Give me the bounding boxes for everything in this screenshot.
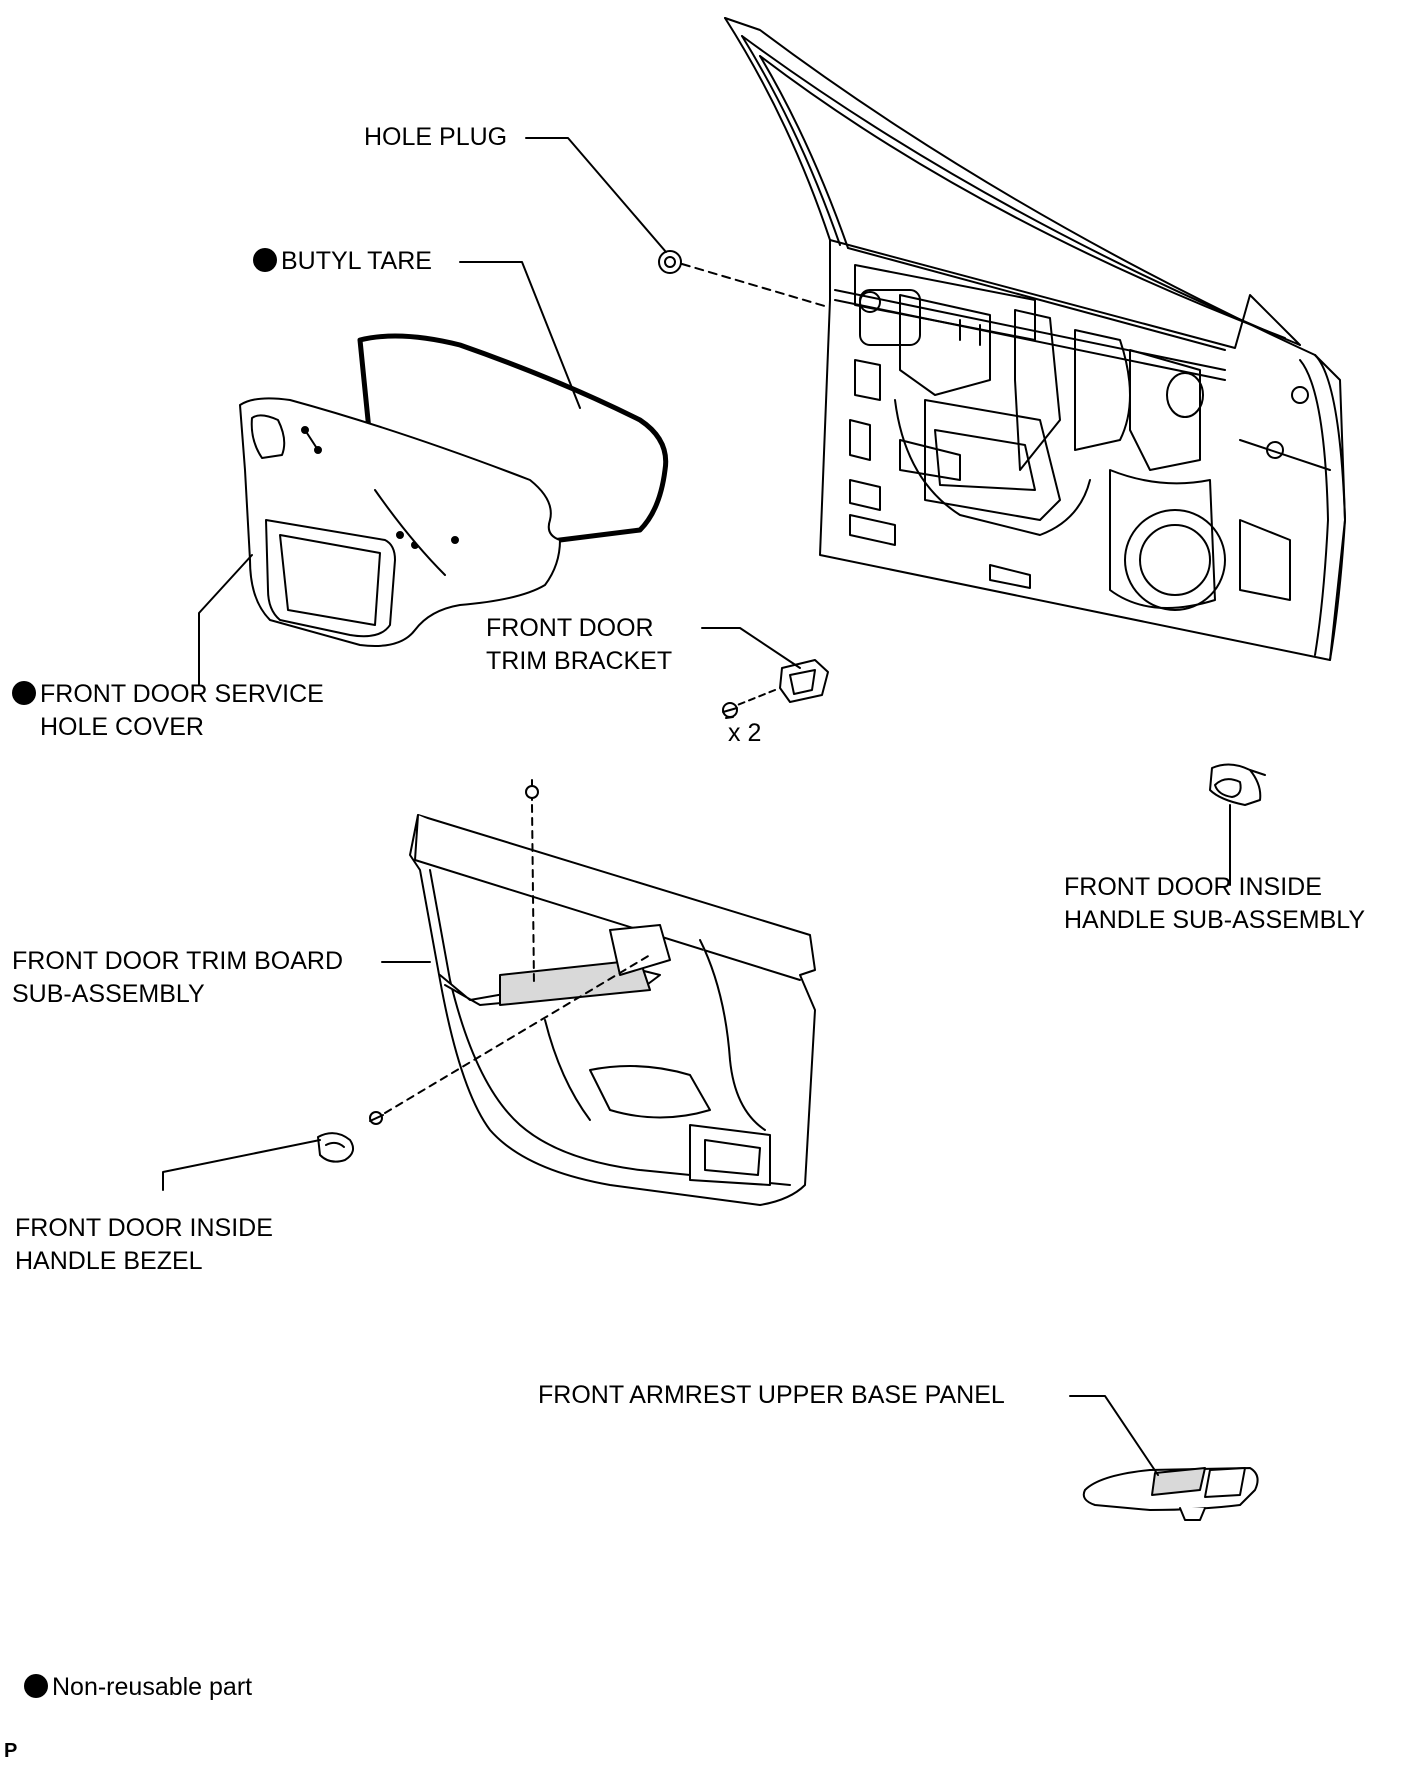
label-bracket-quantity: x 2 [728,719,762,747]
label-armrest-panel: FRONT ARMREST UPPER BASE PANEL [538,1381,1005,1409]
label-service-hole-cover: FRONT DOOR SERVICE HOLE COVER [12,678,324,744]
inside-handle-part [1209,763,1266,806]
front-door-panel [724,17,1346,661]
non-reusable-bullet-icon [24,1674,48,1698]
legend-text: Non-reusable part [52,1673,253,1701]
legend: Non-reusable part [24,1671,252,1704]
label-handle-bezel: FRONT DOOR INSIDE HANDLE BEZEL [15,1214,273,1275]
label-butyl-tape: BUTYL TARE [253,245,432,278]
armrest-panel-part [1082,1467,1259,1521]
label-hole-plug: HOLE PLUG [364,123,508,151]
label-trim-bracket: FRONT DOOR TRIM BRACKET [486,614,673,675]
callout-leaders [162,137,1231,1476]
non-reusable-bullet-icon [12,681,36,705]
trim-board-screws [369,779,651,1125]
trim-bracket-part [722,659,829,719]
hole-plug-part [658,250,829,308]
handle-bezel-part [317,1132,355,1163]
service-hole-cover-part [239,397,561,647]
label-inside-handle: FRONT DOOR INSIDE HANDLE SUB-ASSEMBLY [1064,873,1366,934]
label-trim-board: FRONT DOOR TRIM BOARD SUB-ASSEMBLY [12,947,344,1008]
trim-board-part [409,814,816,1206]
non-reusable-bullet-icon [253,248,277,272]
corner-mark: P [4,1740,18,1762]
